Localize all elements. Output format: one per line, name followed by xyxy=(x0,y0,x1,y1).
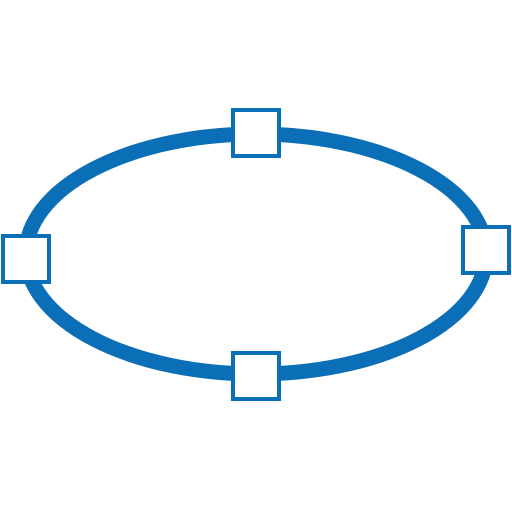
anchor-handle-bottom[interactable] xyxy=(231,351,281,401)
ellipse-outline xyxy=(18,126,494,382)
anchor-handle-top[interactable] xyxy=(231,108,281,158)
anchor-handle-right[interactable] xyxy=(461,225,511,275)
anchor-handle-left[interactable] xyxy=(1,234,51,284)
